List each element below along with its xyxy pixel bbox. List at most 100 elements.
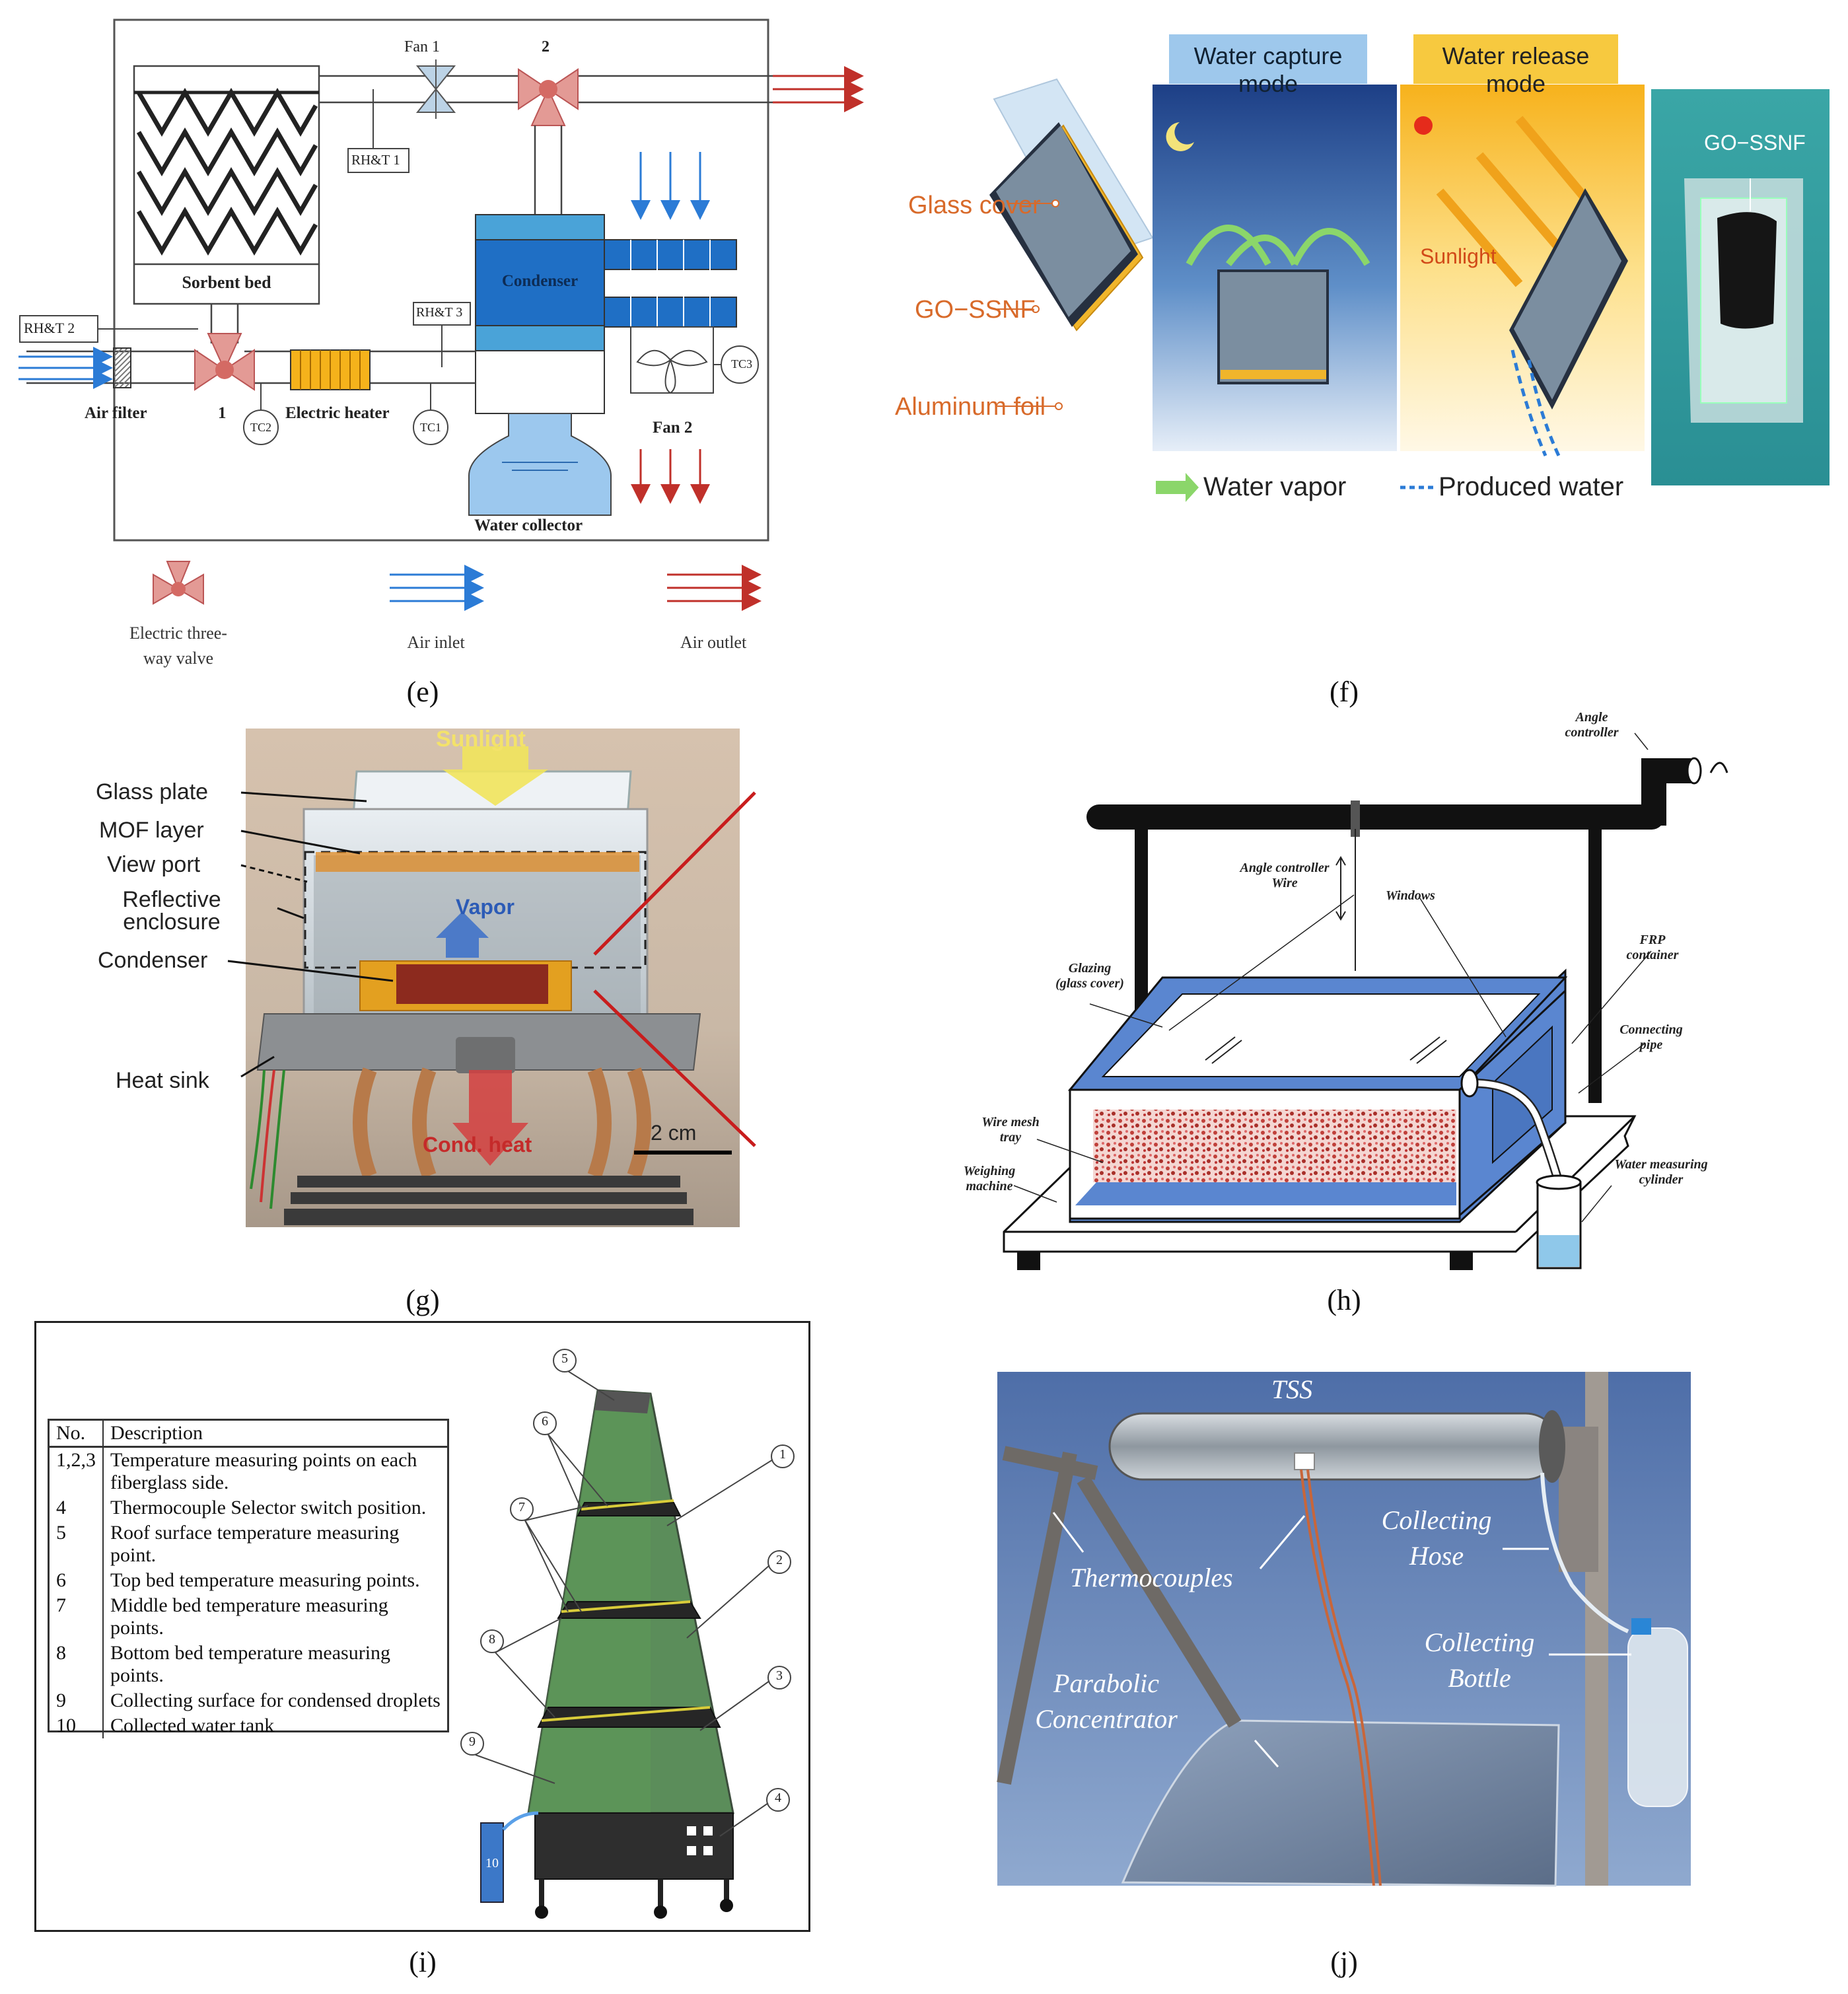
valve2-label: 2 bbox=[542, 38, 550, 55]
photo-go-ssnf-label: GO−SSNF bbox=[1704, 131, 1806, 155]
callout-1: 1 bbox=[779, 1447, 786, 1462]
rht1-label: RH&T 1 bbox=[351, 152, 400, 168]
panel-f-label: (f) bbox=[1330, 676, 1359, 708]
capture-mode-bg bbox=[1153, 85, 1397, 451]
callout-2: 2 bbox=[776, 1553, 783, 1567]
wire-mesh-tray-label: Wire mesh tray bbox=[981, 1115, 1040, 1145]
tc3-label: TC3 bbox=[730, 357, 752, 371]
capture-mode-header bbox=[1169, 34, 1367, 84]
panel-g-label: (g) bbox=[406, 1284, 440, 1316]
aluminum-foil-label: Aluminum foil bbox=[895, 393, 1046, 421]
capture-mode-title: Water capture mode bbox=[1193, 42, 1343, 97]
thermocouples-label: Thermocouples bbox=[1070, 1563, 1233, 1592]
table-row: 10 Collected water tank bbox=[50, 1713, 447, 1738]
go-ssnf-label: GO−SSNF bbox=[915, 296, 1036, 324]
frp-container-label: FRP container bbox=[1626, 933, 1679, 962]
water-measuring-cylinder-label: Water measuring cylinder bbox=[1614, 1157, 1708, 1187]
connecting-pipe-label: Connecting pipe bbox=[1619, 1022, 1683, 1052]
vapor-label: Vapor bbox=[456, 895, 515, 919]
produced-water-arrows bbox=[1510, 349, 1561, 457]
tc2-label: TC2 bbox=[250, 421, 271, 434]
table-cell-no: 10 bbox=[50, 1713, 104, 1738]
callout-3: 3 bbox=[776, 1668, 783, 1683]
fan1-symbol bbox=[415, 59, 456, 119]
callout-6: 6 bbox=[542, 1414, 548, 1429]
legend-outlet-arrows bbox=[667, 565, 762, 611]
electric-heater-label: Electric heater bbox=[285, 404, 390, 422]
heat-sink-label: Heat sink bbox=[116, 1068, 209, 1093]
produced-water-label: Produced water bbox=[1439, 472, 1624, 501]
air-filter-label: Air filter bbox=[85, 404, 147, 422]
wire-mesh-tray-material bbox=[1093, 1110, 1456, 1182]
panel-j-label: (j) bbox=[1330, 1946, 1358, 1978]
mof-layer-label: MOF layer bbox=[99, 818, 204, 843]
reflective-enclosure-label: Reflective enclosure bbox=[122, 887, 221, 935]
callout-10: 10 bbox=[485, 1856, 499, 1870]
table-cell-description: Roof surface temperature measuring point… bbox=[110, 1522, 400, 1566]
top-bar bbox=[1086, 804, 1664, 830]
water-collector-label: Water collector bbox=[474, 516, 583, 534]
windows-label: Windows bbox=[1386, 888, 1435, 903]
water-vapor-legend-icon bbox=[1156, 473, 1199, 502]
rht2-label: RH&T 2 bbox=[24, 320, 75, 336]
fan2-label: Fan 2 bbox=[653, 419, 693, 437]
callout-7: 7 bbox=[518, 1500, 525, 1514]
table-cell-description: Middle bed temperature measuring points. bbox=[110, 1594, 388, 1639]
glazing-label: Glazing (glass cover) bbox=[1055, 961, 1124, 991]
table-cell-no: 7 bbox=[50, 1593, 104, 1641]
sunlight-g-label: Sunlight bbox=[436, 727, 526, 752]
glass-cover-label: Glass cover bbox=[908, 192, 1041, 219]
callout-9: 9 bbox=[469, 1734, 476, 1749]
legend-inlet-label: Air inlet bbox=[407, 633, 465, 652]
legend-outlet-label: Air outlet bbox=[680, 633, 747, 652]
valve1-symbol bbox=[194, 333, 255, 391]
moon-icon bbox=[1166, 122, 1194, 151]
water-vapor-label: Water vapor bbox=[1203, 472, 1347, 501]
callout-4: 4 bbox=[775, 1791, 781, 1805]
parabolic-concentrator-label: Parabolic Concentrator bbox=[1035, 1668, 1178, 1734]
sunlight-label: Sunlight bbox=[1420, 244, 1497, 268]
table-cell-no: 9 bbox=[50, 1688, 104, 1713]
legend-valve-label: Electric three-way valve bbox=[129, 623, 227, 668]
glass-plate-label: Glass plate bbox=[96, 779, 209, 804]
weighing-machine-label: Weighing machine bbox=[963, 1164, 1016, 1193]
release-mode-title: Water release mode bbox=[1442, 42, 1590, 97]
angle-controller-icon bbox=[1709, 762, 1728, 773]
table-header-no: No. bbox=[50, 1421, 104, 1447]
legend-inlet-arrows bbox=[390, 565, 484, 611]
cond-heat-label: Cond. heat bbox=[423, 1133, 532, 1157]
collecting-bottle-shape bbox=[1627, 1627, 1688, 1807]
table-cell-description: Collected water tank bbox=[110, 1715, 275, 1736]
view-port-label: View port bbox=[107, 852, 201, 877]
panel-h-label: (h) bbox=[1327, 1284, 1361, 1316]
sun-icon bbox=[1414, 116, 1433, 135]
condenser-label: Condenser bbox=[501, 272, 579, 290]
table-cell-description: Bottom bed temperature measuring points. bbox=[110, 1642, 391, 1686]
table-cell-no: 8 bbox=[50, 1641, 104, 1688]
table-cell-no: 1,2,3 bbox=[50, 1446, 104, 1495]
water-collector-shape bbox=[468, 413, 612, 516]
layer-stack bbox=[989, 78, 1154, 332]
table-cell-description: Thermocouple Selector switch position. bbox=[110, 1497, 427, 1518]
valve1-label: 1 bbox=[218, 404, 227, 422]
fan2-symbol bbox=[636, 349, 708, 394]
condenser-g-label: Condenser bbox=[98, 948, 208, 973]
collected-water-tank bbox=[480, 1822, 504, 1903]
tss-tube bbox=[1108, 1412, 1560, 1481]
table-header-description: Description bbox=[110, 1422, 203, 1444]
table-cell-no: 4 bbox=[50, 1495, 104, 1520]
table-cell-description: Top bed temperature measuring points. bbox=[110, 1569, 420, 1591]
air-filter-shape bbox=[113, 347, 131, 388]
